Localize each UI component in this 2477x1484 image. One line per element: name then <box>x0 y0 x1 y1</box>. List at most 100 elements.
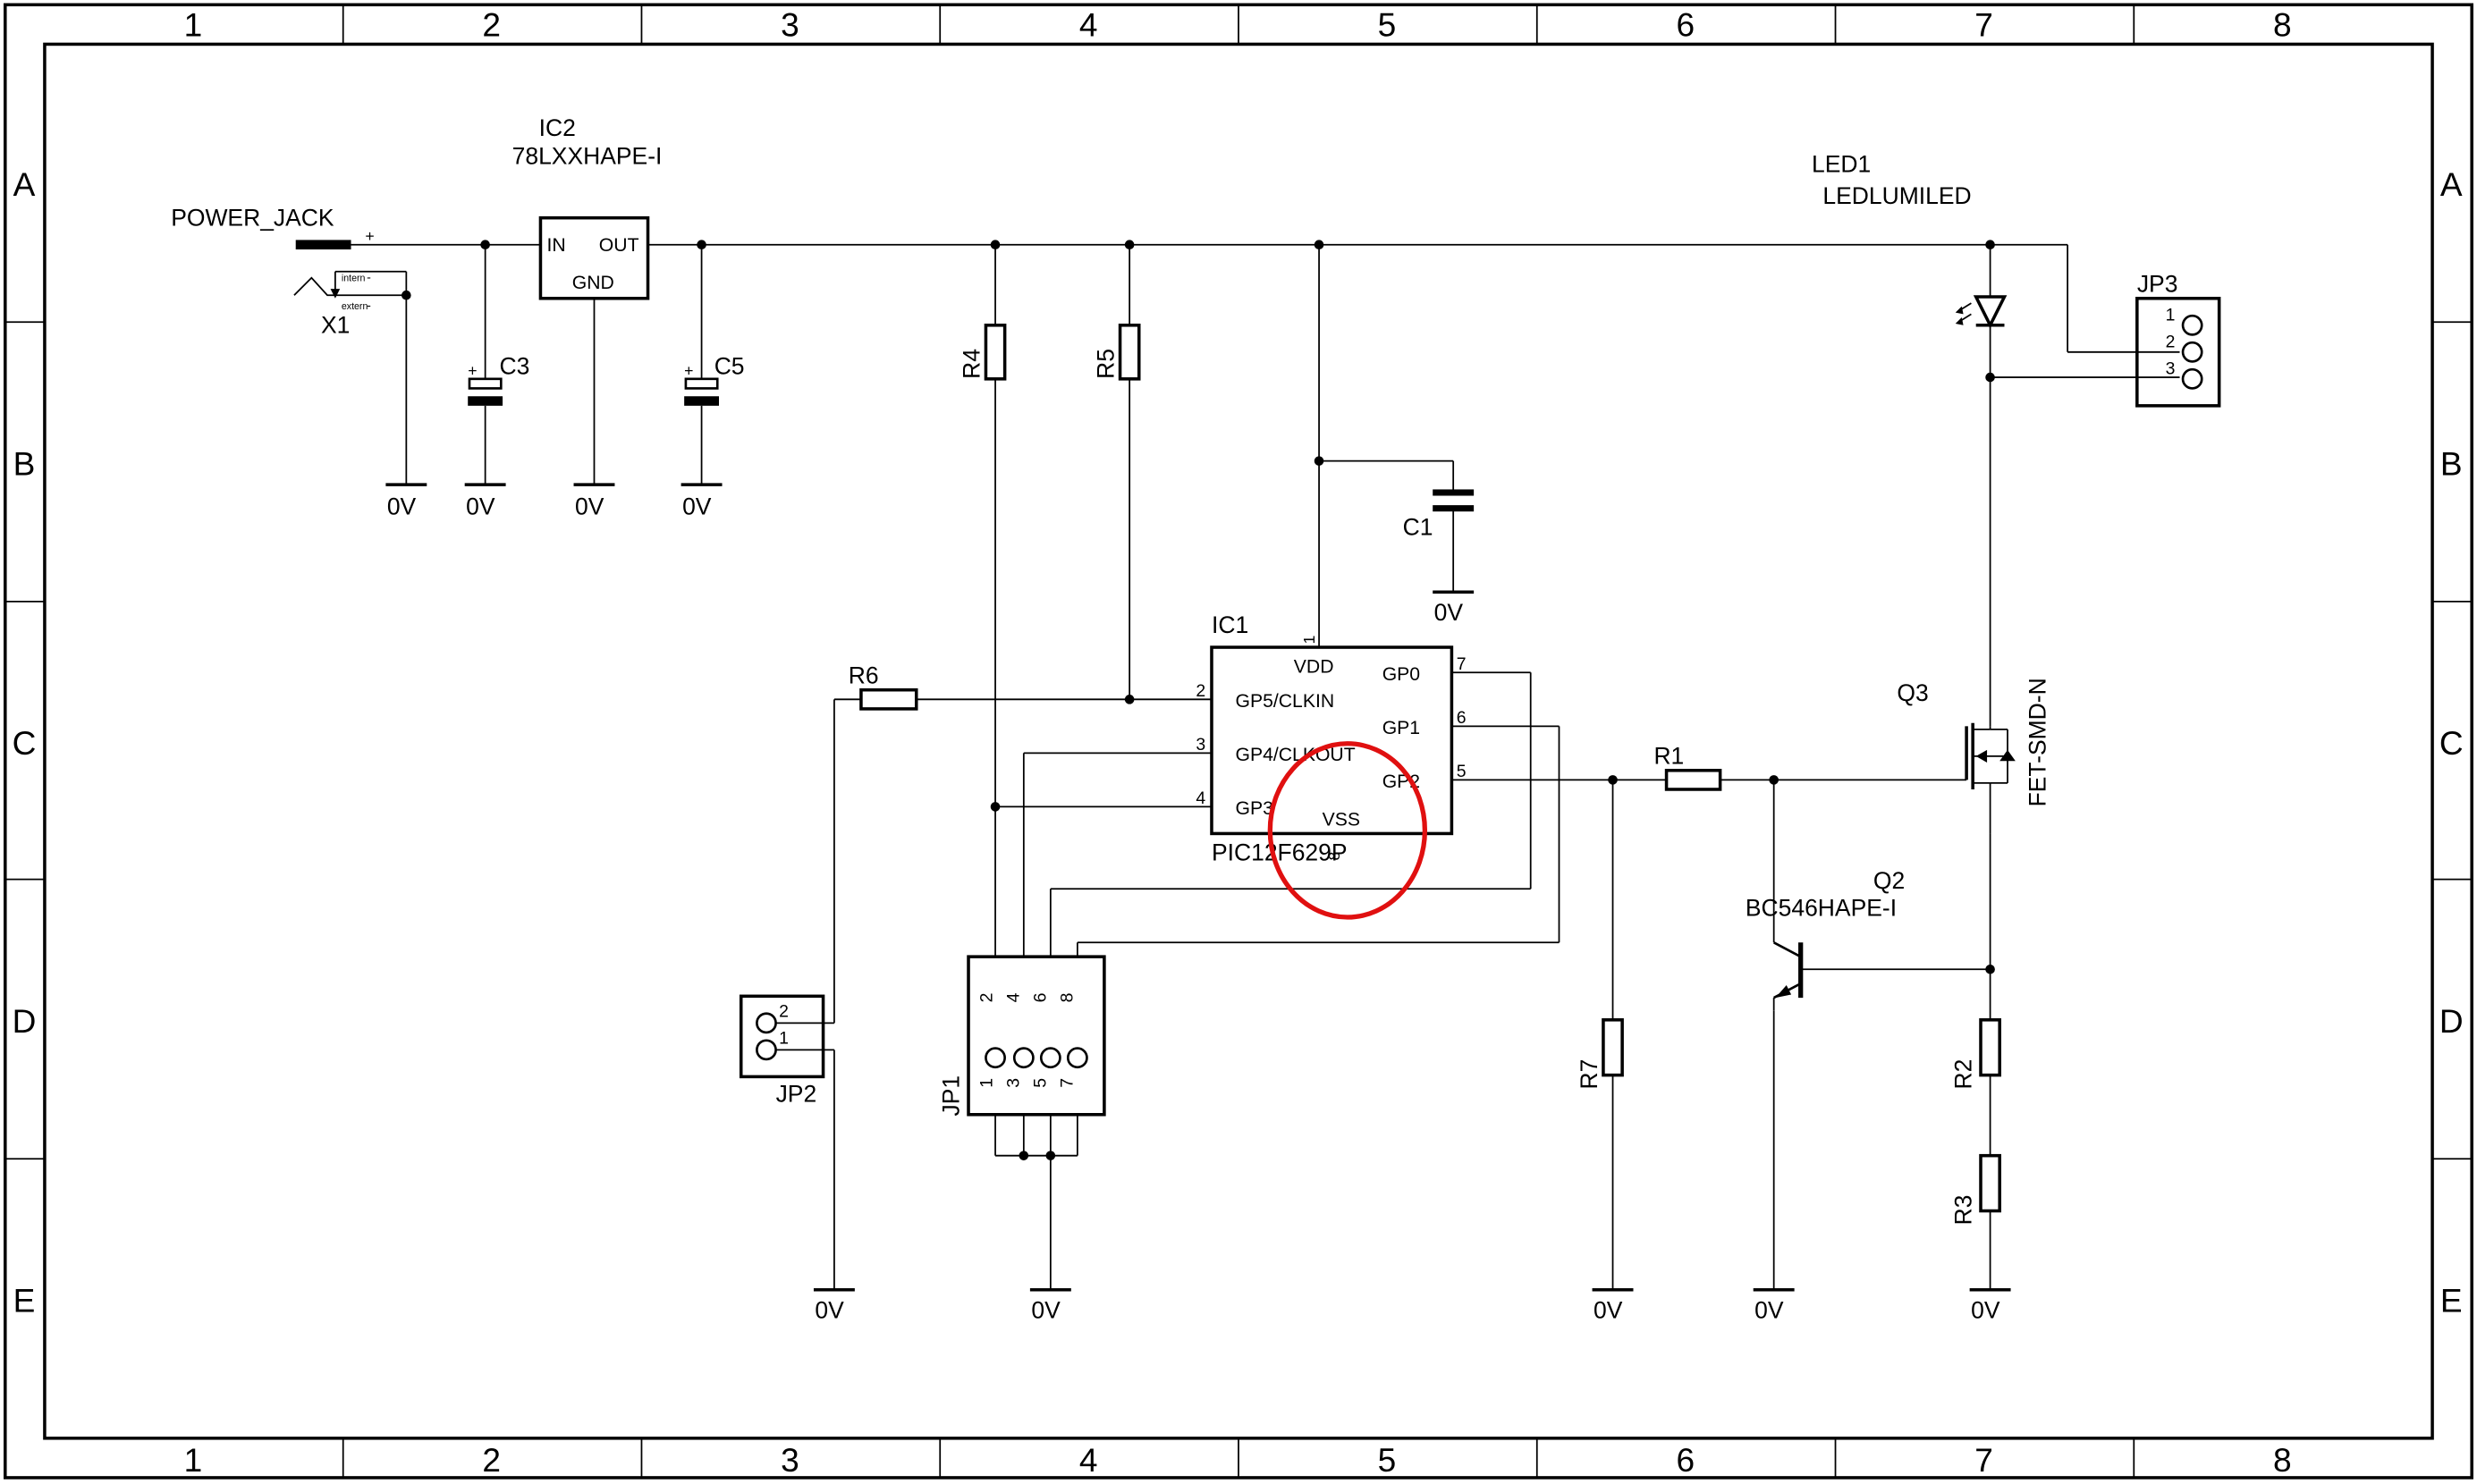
row-a-right: A <box>2440 165 2463 203</box>
col-3-bottom: 3 <box>781 1441 799 1479</box>
power-jack-intern: intern <box>342 273 366 283</box>
header-jp1: JP1 2 4 6 8 1 3 5 7 <box>937 955 1106 1117</box>
capacitor-c3: + C3 <box>468 353 529 406</box>
ic1-pin5: 5 <box>1457 762 1467 781</box>
resistor-r5 <box>1118 324 1141 381</box>
q3-name: Q3 <box>1897 679 1928 706</box>
row-a-left: A <box>13 165 36 203</box>
transistor-q2: Q2 BC546HAPE-I <box>1746 867 1905 1011</box>
r4-label: R4 <box>958 349 985 379</box>
vss-highlight-circle <box>1267 741 1428 920</box>
power-jack: POWER_JACK + X1 intern - extern - <box>171 205 375 339</box>
ic2-value: 78LXXHAPE-I <box>512 143 663 170</box>
c5-label: C5 <box>714 353 745 380</box>
col-6-bottom: 6 <box>1676 1441 1695 1479</box>
resistor-r7 <box>1602 1018 1624 1077</box>
gnd-label-x1: 0V <box>387 493 417 520</box>
jp1-pin-1: 1 <box>977 1078 997 1088</box>
resistors <box>859 324 2001 1213</box>
jp1-pin-7: 7 <box>1058 1078 1078 1088</box>
jp1-pin-5: 5 <box>1031 1078 1051 1088</box>
resistor-r1 <box>1664 769 1722 791</box>
led1-name: LED1 <box>1812 150 1871 177</box>
ic2-in-pin: IN <box>547 235 566 256</box>
ic1-pin4: 4 <box>1196 788 1205 808</box>
c5-plus: + <box>684 361 693 379</box>
led1: LED1 LEDLUMILED <box>1812 150 2008 329</box>
r2-label: R2 <box>1949 1059 1976 1090</box>
power-jack-ref: X1 <box>321 312 350 339</box>
col-3-top: 3 <box>781 6 799 44</box>
col-4-top: 4 <box>1079 6 1098 44</box>
resistor-r2 <box>1979 1018 2001 1077</box>
led1-value: LEDLUMILED <box>1822 182 1971 209</box>
col-5-bottom: 5 <box>1378 1441 1397 1479</box>
resistor-r4 <box>984 324 1007 381</box>
ground-symbols <box>385 483 2011 1292</box>
jp3-pin-2: 2 <box>2166 333 2176 352</box>
ic1-name: IC1 <box>1212 611 1248 638</box>
microcontroller-ic1: IC1 PIC12F629P VDD VSS GP5/CLKIN GP4/CLK… <box>1196 611 1466 865</box>
power-jack-plus: + <box>365 227 374 245</box>
regulator-ic2: IC2 78LXXHAPE-I IN OUT GND <box>512 114 663 300</box>
col-7-top: 7 <box>1974 6 1993 44</box>
col-7-bottom: 7 <box>1974 1441 1993 1479</box>
col-5-top: 5 <box>1378 6 1397 44</box>
q2-name: Q2 <box>1873 867 1905 894</box>
jp3-pin-3: 3 <box>2166 359 2176 379</box>
row-b-left: B <box>13 445 36 483</box>
jp2-pin-2: 2 <box>779 1001 789 1021</box>
col-2-top: 2 <box>482 6 501 44</box>
power-jack-extern: extern <box>342 301 368 312</box>
ic2-name: IC2 <box>539 114 576 141</box>
header-jp3: JP3 1 2 3 <box>2135 271 2221 408</box>
header-jp2: JP2 2 1 <box>739 994 825 1108</box>
resistor-r6 <box>859 687 918 711</box>
gnd-label-r3: 0V <box>1971 1297 2000 1324</box>
ic1-value: PIC12F629P <box>1212 839 1348 865</box>
c3-label: C3 <box>500 353 530 380</box>
r5-label: R5 <box>1092 349 1119 379</box>
row-e-left: E <box>13 1282 36 1320</box>
power-jack-intern-minus: - <box>367 269 371 283</box>
ic2-out-pin: OUT <box>599 235 639 256</box>
q2-value: BC546HAPE-I <box>1746 894 1897 921</box>
row-b-right: B <box>2440 445 2463 483</box>
gnd-label-jp2: 0V <box>815 1297 844 1324</box>
jp1-pin-8: 8 <box>1058 993 1078 1003</box>
col-8-bottom: 8 <box>2273 1441 2292 1479</box>
ic1-pin7: 7 <box>1457 654 1467 674</box>
col-8-top: 8 <box>2273 6 2292 44</box>
r3-label: R3 <box>1949 1195 1976 1226</box>
r1-label: R1 <box>1653 743 1684 770</box>
ground-labels: 0V 0V 0V 0V 0V 0V 0V 0V 0V 0V <box>387 493 2000 1324</box>
capacitor-c1: C1 <box>1403 489 1475 541</box>
r7-label: R7 <box>1576 1059 1602 1090</box>
ic1-vdd: VDD <box>1294 656 1334 677</box>
jp1-pin-6: 6 <box>1031 993 1051 1003</box>
jp3-label: JP3 <box>2137 271 2178 298</box>
resistor-r3 <box>1979 1153 2001 1213</box>
ic1-pin6: 6 <box>1457 708 1467 728</box>
col-1-bottom: 1 <box>184 1441 203 1479</box>
ic1-gp5: GP5/CLKIN <box>1235 691 1334 712</box>
ic1-gp3: GP3 <box>1235 798 1272 819</box>
ic1-gp4: GP4/CLKOUT <box>1235 745 1355 765</box>
row-e-right: E <box>2440 1282 2463 1320</box>
ic1-pin8: 8 <box>1325 851 1343 860</box>
capacitor-c5: + C5 <box>684 353 745 406</box>
c3-plus: + <box>468 361 477 379</box>
junctions <box>402 240 1995 1160</box>
drawing-frame <box>4 3 2473 1480</box>
frame-labels: 1 2 3 4 5 6 7 8 1 2 3 4 5 6 7 8 A B C D … <box>13 6 2464 1479</box>
q3-value: FET-SMD-N <box>2024 678 2050 806</box>
ic1-gp1: GP1 <box>1382 718 1420 738</box>
jp1-pin-2: 2 <box>977 993 997 1003</box>
jp1-pin-3: 3 <box>1004 1078 1024 1088</box>
gnd-label-c3: 0V <box>466 493 495 520</box>
row-d-right: D <box>2439 1002 2464 1040</box>
resistor-labels: R4 R5 R6 R1 R7 R2 R3 <box>849 349 1977 1225</box>
r6-label: R6 <box>849 662 879 689</box>
col-1-top: 1 <box>184 6 203 44</box>
